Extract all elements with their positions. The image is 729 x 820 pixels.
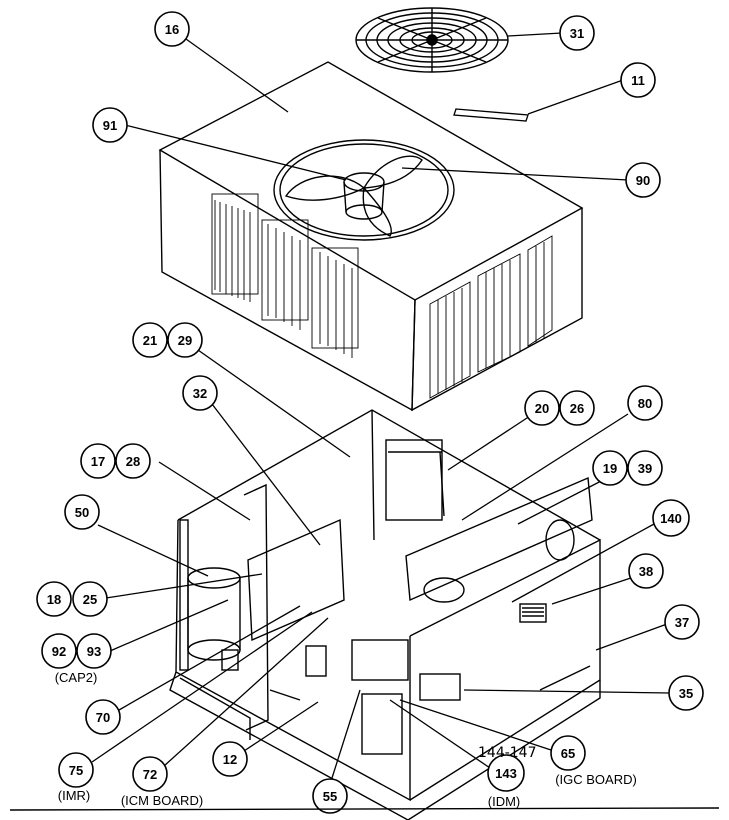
callout-140: 140 — [652, 499, 690, 537]
callout-21: 21 — [132, 322, 168, 358]
svg-text:90: 90 — [636, 173, 650, 188]
caption-cap2: (CAP2) — [55, 670, 98, 685]
callout-16: 16 — [154, 11, 190, 47]
callout-93: 93 — [76, 633, 112, 669]
svg-text:11: 11 — [631, 73, 645, 88]
baffle-strip — [453, 108, 529, 122]
callout-12: 12 — [212, 741, 248, 777]
callout-143: 143 — [487, 754, 525, 792]
svg-text:72: 72 — [143, 767, 157, 782]
svg-text:55: 55 — [323, 789, 337, 804]
callout-11: 11 — [620, 62, 656, 98]
svg-text:31: 31 — [570, 26, 584, 41]
svg-text:26: 26 — [570, 401, 584, 416]
callout-19: 19 — [592, 450, 628, 486]
svg-text:29: 29 — [178, 333, 192, 348]
callout-25: 25 — [72, 581, 108, 617]
svg-text:91: 91 — [103, 118, 117, 133]
svg-text:25: 25 — [83, 592, 97, 607]
svg-text:38: 38 — [639, 564, 653, 579]
svg-text:140: 140 — [660, 511, 682, 526]
callout-39: 39 — [627, 450, 663, 486]
caption-icm-board: (ICM BOARD) — [121, 793, 203, 808]
caption-igc-board: (IGC BOARD) — [555, 772, 637, 787]
callout-20: 20 — [524, 390, 560, 426]
svg-text:93: 93 — [87, 644, 101, 659]
svg-text:35: 35 — [679, 686, 693, 701]
callout-65: 65 — [550, 735, 586, 771]
svg-text:16: 16 — [165, 22, 179, 37]
callout-31: 31 — [559, 15, 595, 51]
svg-text:17: 17 — [91, 454, 105, 469]
callout-90: 90 — [625, 162, 661, 198]
callout-92: 92 — [41, 633, 77, 669]
callout-70: 70 — [85, 699, 121, 735]
svg-text:28: 28 — [126, 454, 140, 469]
callout-50: 50 — [64, 494, 100, 530]
svg-text:21: 21 — [143, 333, 157, 348]
callout-18: 18 — [36, 581, 72, 617]
callout-75: 75 — [58, 752, 94, 788]
leader-lines — [91, 28, 671, 779]
callout-38: 38 — [628, 553, 664, 589]
callout-91: 91 — [92, 107, 128, 143]
svg-text:65: 65 — [561, 746, 575, 761]
fan-grille — [355, 7, 509, 73]
svg-text:92: 92 — [52, 644, 66, 659]
svg-text:39: 39 — [638, 461, 652, 476]
callout-26: 26 — [559, 390, 595, 426]
handwritten-note: 144-147 — [478, 745, 537, 761]
callout-17: 17 — [80, 443, 116, 479]
callout-80: 80 — [627, 385, 663, 421]
caption-imr: (IMR) — [58, 788, 91, 803]
svg-text:32: 32 — [193, 386, 207, 401]
bottom-rule — [9, 807, 720, 811]
callout-29: 29 — [167, 322, 203, 358]
callout-35: 35 — [668, 675, 704, 711]
callout-28: 28 — [115, 443, 151, 479]
svg-text:18: 18 — [47, 592, 61, 607]
svg-text:143: 143 — [495, 766, 517, 781]
callout-55: 55 — [312, 778, 348, 814]
top-cover — [158, 61, 584, 412]
callout-72: 72 — [132, 756, 168, 792]
callout-32: 32 — [182, 375, 218, 411]
svg-text:12: 12 — [223, 752, 237, 767]
svg-text:19: 19 — [603, 461, 617, 476]
svg-text:20: 20 — [535, 401, 549, 416]
svg-text:75: 75 — [69, 763, 83, 778]
svg-text:37: 37 — [675, 615, 689, 630]
callout-37: 37 — [664, 604, 700, 640]
svg-text:70: 70 — [96, 710, 110, 725]
caption-idm: (IDM) — [488, 794, 521, 809]
svg-text:50: 50 — [75, 505, 89, 520]
svg-text:80: 80 — [638, 396, 652, 411]
